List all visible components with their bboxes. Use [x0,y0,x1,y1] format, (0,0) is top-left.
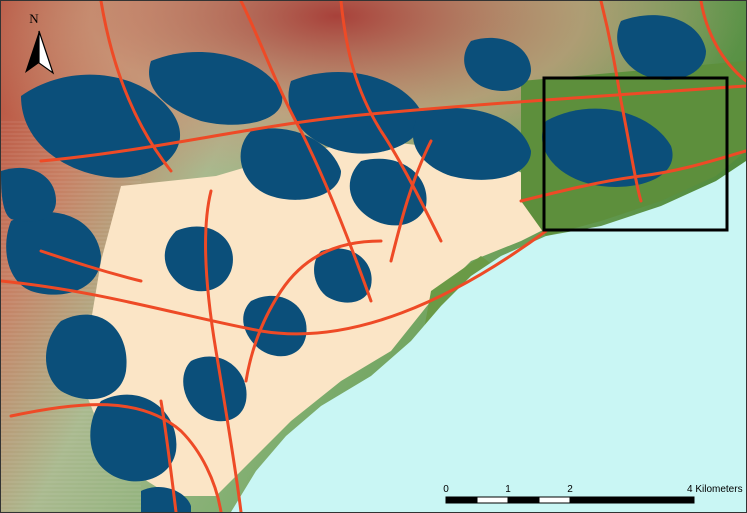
scale-label-4km: 4 Kilometers [687,484,743,495]
scale-segment-2 [476,496,509,504]
scale-label-0: 0 [443,484,449,495]
north-arrow-left-half [25,31,39,73]
scale-bar: 0 1 2 4 Kilometers [443,484,743,504]
scale-label-1: 1 [505,484,511,495]
scale-segment-1 [445,496,478,504]
north-arrow-letter: N [29,11,39,26]
north-arrow-right-half [38,30,55,75]
scale-segment-3 [507,496,540,504]
scale-segment-4 [538,496,571,504]
sea[interactable] [231,161,746,512]
scale-segment-5 [569,496,695,504]
inset-extent-box[interactable] [542,76,729,232]
blue-landcover [1,15,706,512]
scale-label-2: 2 [567,484,573,495]
north-arrow: N [25,11,55,75]
